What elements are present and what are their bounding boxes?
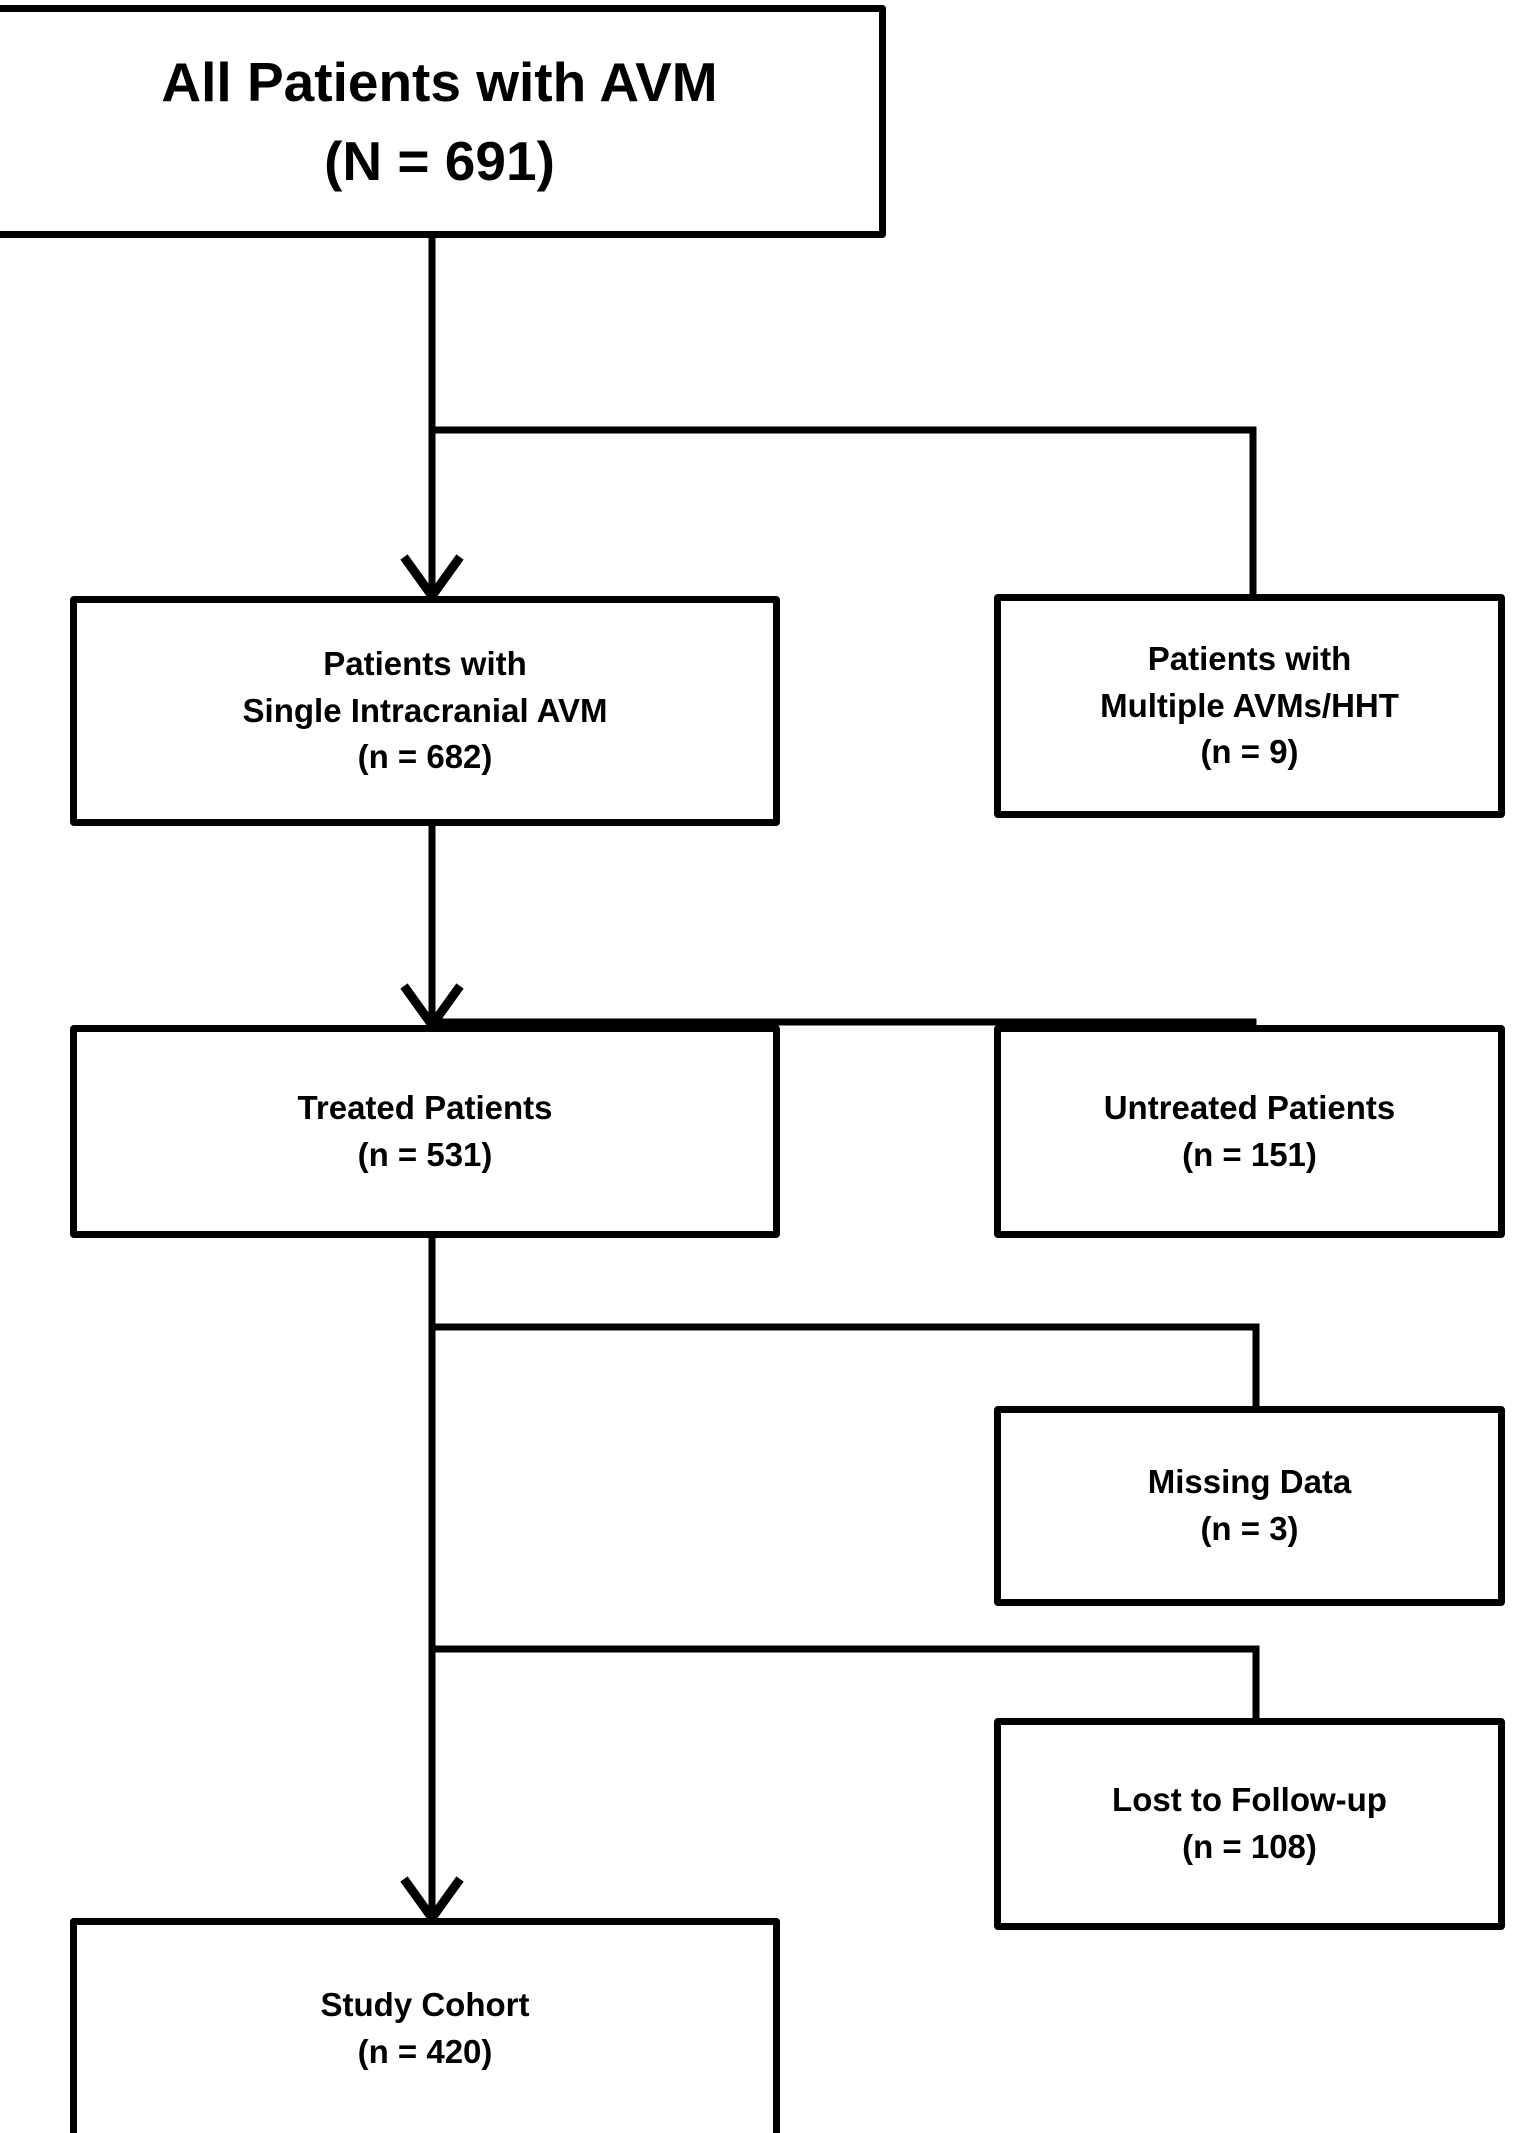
node-treated-patients[interactable]: Treated Patients (n = 531) xyxy=(70,1025,780,1238)
node-study-cohort[interactable]: Study Cohort (n = 420) xyxy=(70,1918,780,2133)
node-study-cohort-label: Study Cohort xyxy=(320,1986,530,2024)
edge-all-patients-to-multiple-avm xyxy=(432,426,1257,594)
node-single-avm-label-line2: Single Intracranial AVM xyxy=(242,691,608,729)
node-study-cohort-count: (n = 420) xyxy=(357,2033,493,2070)
node-lost-followup-label: Lost to Follow-up xyxy=(1112,1781,1387,1819)
node-multiple-avm-label-line1: Patients with xyxy=(1147,639,1352,677)
node-untreated-patients[interactable]: Untreated Patients (n = 151) xyxy=(994,1025,1505,1238)
edge-treated-to-lost-followup xyxy=(432,1645,1260,1718)
node-missing-data-count: (n = 3) xyxy=(1200,1510,1299,1547)
edge-treated-to-missing-data xyxy=(432,1323,1260,1406)
node-multiple-avms-hht[interactable]: Patients with Multiple AVMs/HHT (n = 9) xyxy=(994,594,1505,818)
node-lost-to-follow-up[interactable]: Lost to Follow-up (n = 108) xyxy=(994,1718,1505,1930)
node-single-intracranial-avm[interactable]: Patients with Single Intracranial AVM (n… xyxy=(70,596,780,826)
node-single-avm-label-line1: Patients with xyxy=(323,644,527,682)
node-treated-count: (n = 531) xyxy=(357,1135,493,1173)
node-all-patients-label: All Patients with AVM xyxy=(161,51,718,114)
node-all-patients[interactable]: All Patients with AVM (N = 691) xyxy=(0,5,886,238)
node-treated-label: Treated Patients xyxy=(297,1088,553,1126)
node-missing-data[interactable]: Missing Data (n = 3) xyxy=(994,1406,1505,1606)
node-single-avm-count: (n = 682) xyxy=(357,738,493,776)
node-lost-followup-count: (n = 108) xyxy=(1182,1828,1317,1865)
node-missing-data-label: Missing Data xyxy=(1147,1463,1352,1501)
node-multiple-avm-count: (n = 9) xyxy=(1200,733,1299,771)
node-untreated-count: (n = 151) xyxy=(1182,1135,1317,1173)
node-multiple-avm-label-line2: Multiple AVMs/HHT xyxy=(1100,686,1399,724)
node-all-patients-count: (N = 691) xyxy=(324,129,555,192)
node-untreated-label: Untreated Patients xyxy=(1103,1088,1396,1126)
